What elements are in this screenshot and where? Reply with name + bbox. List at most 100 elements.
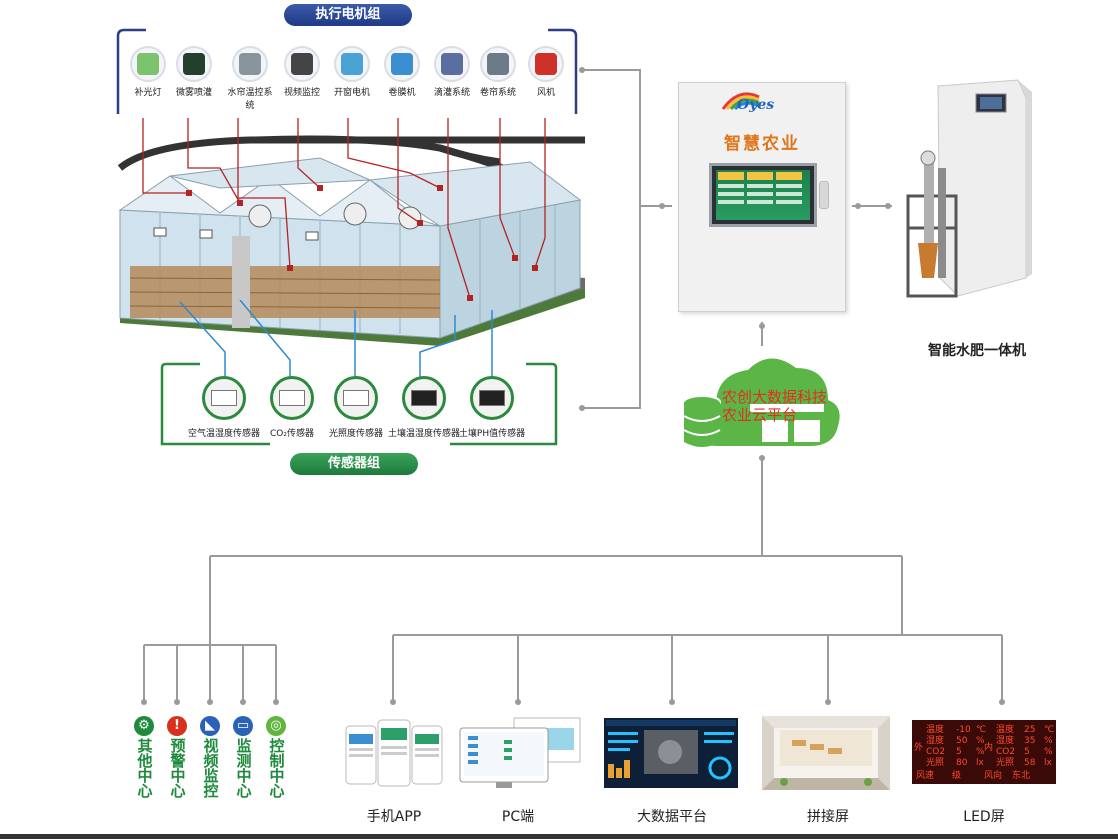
center-label: 监测中心 — [234, 738, 253, 798]
rainbow-logo-icon — [721, 92, 760, 111]
cabinet-logo: Oyes — [721, 92, 774, 113]
actuator-label: 滴灌系统 — [433, 88, 470, 98]
actuator-item[interactable]: 微雾喷灌 — [170, 46, 218, 98]
cabinet-title: 智慧农业 — [724, 134, 800, 154]
co2-sensor-icon — [270, 376, 314, 420]
monitor-icon: ▭ — [233, 716, 253, 736]
sensor-frame — [160, 362, 558, 446]
control-cabinet: Oyes 智慧农业 — [678, 82, 846, 312]
light-sensor-icon — [334, 376, 378, 420]
actuator-label: 开窗电机 — [333, 88, 370, 98]
actuator-frame — [116, 28, 578, 114]
led-footer-val: 东北 — [1012, 769, 1030, 781]
sensor-item[interactable]: 土壤温湿度传感器 — [384, 376, 464, 439]
led-cell-text: 5 — [1024, 747, 1030, 757]
dashboard-icon — [604, 718, 738, 788]
sensor-device-shape — [343, 390, 369, 406]
sensor-label: 土壤温湿度传感器 — [387, 429, 460, 439]
actuator-label: 卷帘系统 — [479, 88, 516, 98]
alert-icon: ! — [167, 716, 187, 736]
led-cell-text: 80 — [956, 758, 968, 768]
actuator-item[interactable]: 滴灌系统 — [428, 46, 476, 98]
sensor-label: CO₂传感器 — [270, 429, 314, 439]
cloud-title-line2: 农业云平台 — [722, 406, 798, 424]
fertigation-label: 智能水肥一体机 — [928, 343, 1026, 359]
phones-icon — [345, 719, 443, 787]
actuator-item[interactable]: 补光灯 — [124, 46, 172, 98]
cabinet-handle[interactable] — [819, 181, 829, 209]
led-cell-text: CO2 — [996, 747, 1015, 757]
sensor-item[interactable]: 空气温湿度传感器 — [184, 376, 264, 439]
pc-icon — [459, 717, 581, 788]
led-cell-text: -10 — [956, 725, 971, 735]
fertigation-machine — [906, 79, 1032, 298]
sensor-device-shape — [279, 390, 305, 406]
actuator-item[interactable]: 水帘温控系统 — [226, 46, 274, 111]
screen-ui-icon — [718, 172, 802, 204]
actuator-item[interactable]: 风机 — [522, 46, 570, 98]
actuator-item[interactable]: 视频监控 — [278, 46, 326, 98]
dome-camera-icon — [284, 46, 320, 82]
center-item[interactable]: ⚙其他中心 — [133, 716, 155, 798]
water-curtain-icon — [232, 46, 268, 82]
led-cell-text: 5 — [956, 747, 962, 757]
led-footer-right: 风向 — [984, 769, 1002, 781]
led-cell-text: lx — [976, 758, 985, 768]
video-wall-icon — [762, 716, 890, 790]
led-cell-text: 25 — [1024, 725, 1035, 735]
led-cell-text: 35 — [1024, 736, 1035, 746]
led-footer-mid: 级 — [952, 769, 961, 781]
actuator-label: 视频监控 — [283, 88, 320, 98]
led-cell-text: % — [1044, 736, 1053, 746]
led-side-right: 内 — [984, 741, 993, 753]
led-cell-text: % — [976, 736, 985, 746]
led-footer-left: 风速 — [916, 770, 934, 781]
greenhouse-illustration — [117, 118, 585, 346]
led-cell-text: 湿度 — [926, 734, 944, 746]
center-item[interactable]: ▭ 监测中心 — [232, 716, 254, 798]
led-cell-text: 50 — [956, 736, 968, 746]
led-cell-text: 58 — [1024, 758, 1036, 768]
actuator-item[interactable]: 卷膜机 — [378, 46, 426, 98]
drip-irrigation-icon — [434, 46, 470, 82]
window-motor-icon — [334, 46, 370, 82]
led-cell-text: 光照 — [996, 756, 1014, 768]
led-cell-text: 温度 — [926, 723, 944, 735]
led-cell-text: ℃ — [1044, 725, 1054, 735]
ring-icon: ◎ — [266, 716, 286, 736]
grow-light-icon — [130, 46, 166, 82]
actuator-icon-fill — [341, 53, 363, 75]
mist-spray-icon — [176, 46, 212, 82]
sensor-label: 光照度传感器 — [328, 429, 383, 439]
actuator-icon-fill — [183, 53, 205, 75]
actuator-label: 卷膜机 — [388, 88, 416, 98]
film-roller-icon — [384, 46, 420, 82]
center-label: 其他中心 — [135, 738, 154, 798]
center-label: 预警中心 — [168, 738, 187, 798]
sensor-item[interactable]: 光照度传感器 — [316, 376, 396, 439]
roller-blind-icon — [480, 46, 516, 82]
cabinet-touchscreen[interactable] — [709, 163, 817, 227]
air-sensor-icon — [202, 376, 246, 420]
soil-sensor-icon — [402, 376, 446, 420]
actuator-icon-fill — [137, 53, 159, 75]
center-label: 控制中心 — [267, 738, 286, 798]
center-item[interactable]: ! 预警中心 — [166, 716, 188, 798]
led-cell-text: 湿度 — [996, 734, 1014, 746]
sensor-item[interactable]: 土壤PH值传感器 — [452, 376, 532, 439]
led-side-left: 外 — [914, 741, 923, 753]
actuator-item[interactable]: 开窗电机 — [328, 46, 376, 98]
center-item[interactable]: ◎ 控制中心 — [265, 716, 287, 798]
center-item[interactable]: ◣视频监控 — [199, 716, 221, 798]
terminal-label-app: 手机APP — [366, 809, 422, 825]
led-cell-text: CO2 — [926, 747, 945, 757]
camera-icon: ◣ — [200, 716, 220, 736]
actuator-label: 微雾喷灌 — [175, 88, 212, 98]
led-cell-text: 光照 — [926, 756, 944, 768]
led-cell-text: ℃ — [976, 725, 986, 735]
sensor-item[interactable]: CO₂传感器 — [252, 376, 332, 439]
bottom-bar — [0, 834, 1118, 839]
actuator-item[interactable]: 卷帘系统 — [474, 46, 522, 98]
